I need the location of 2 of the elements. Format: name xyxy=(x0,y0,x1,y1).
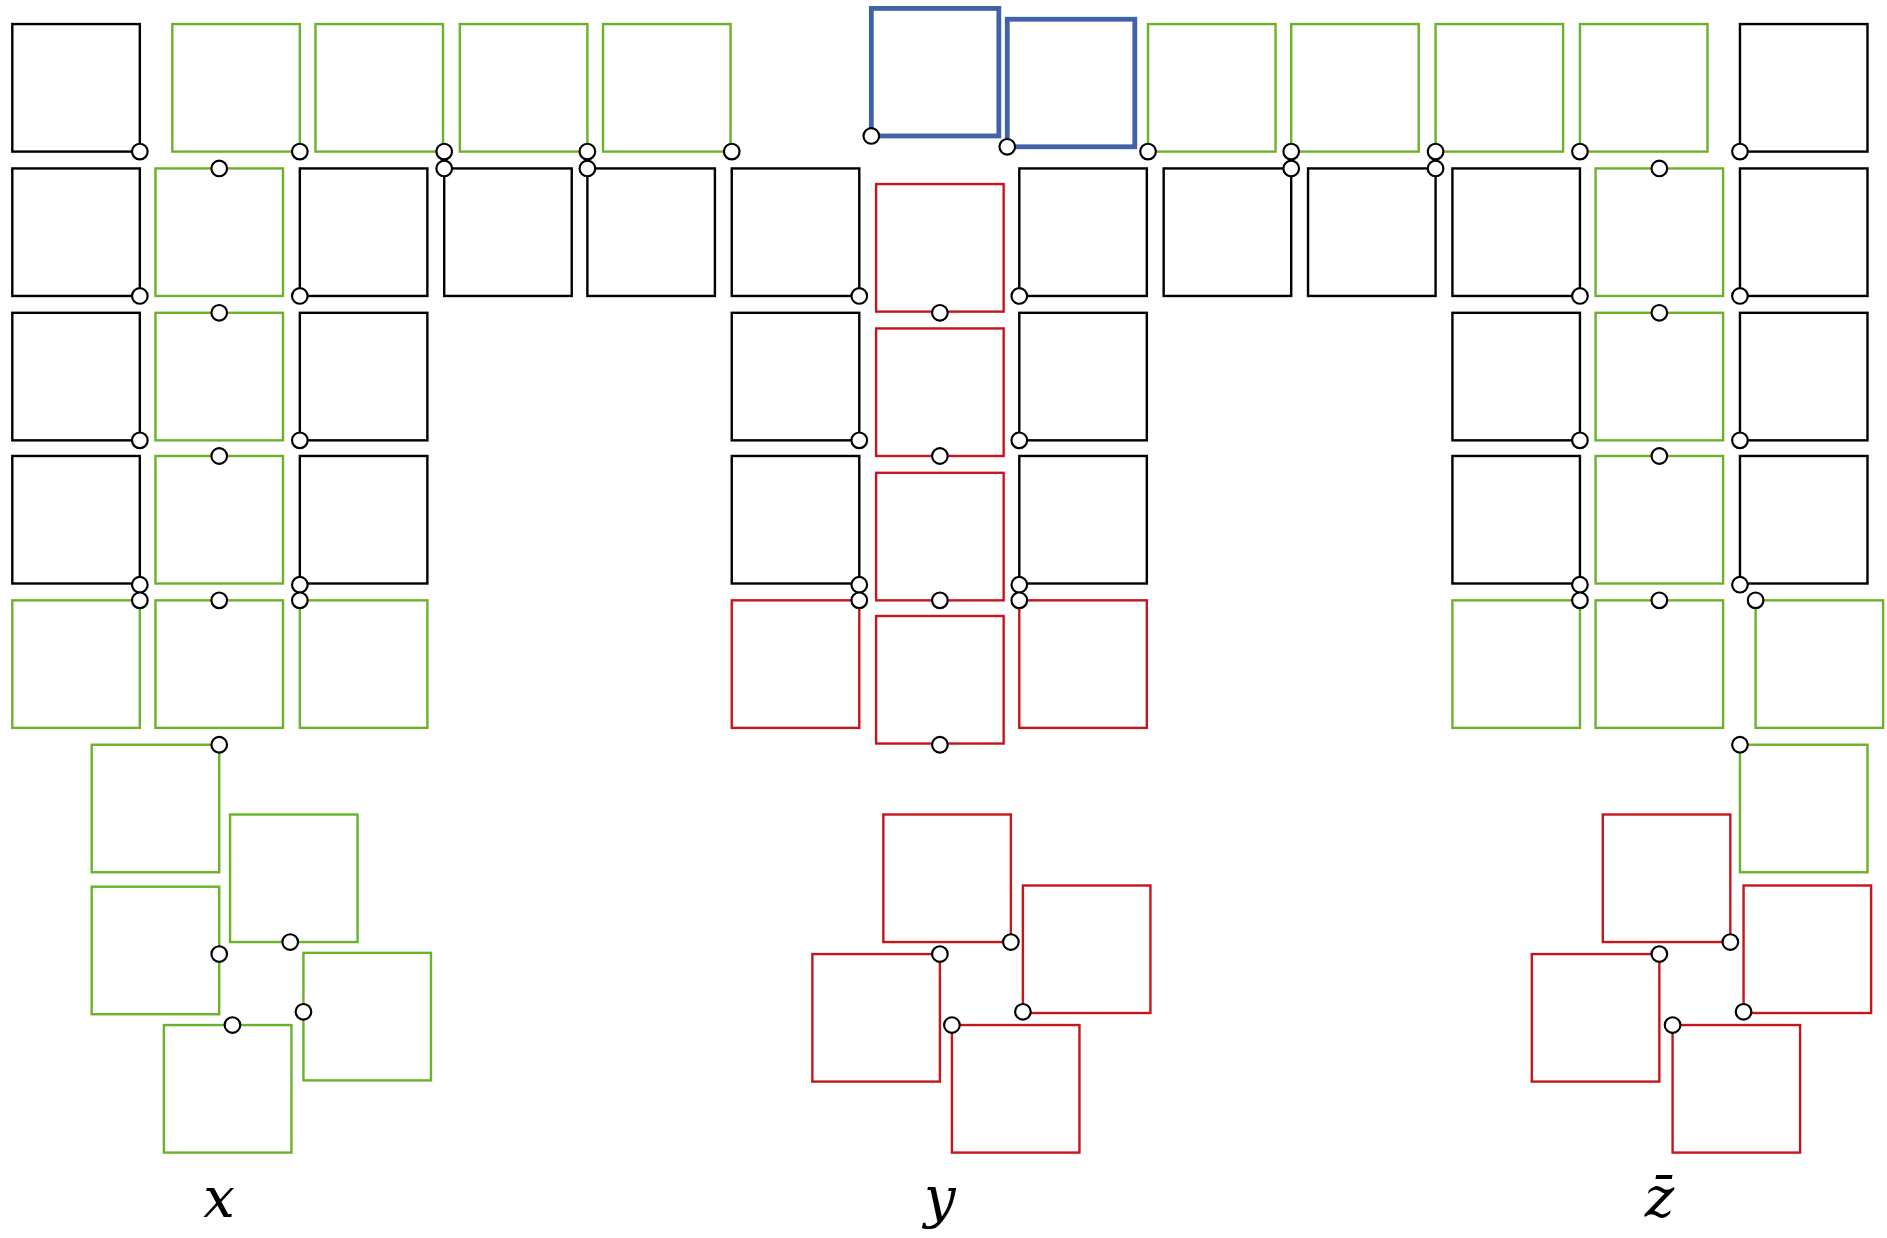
axis-variable-label: z̄ xyxy=(1644,1169,1675,1226)
axis-variable-label: x xyxy=(203,1169,235,1226)
